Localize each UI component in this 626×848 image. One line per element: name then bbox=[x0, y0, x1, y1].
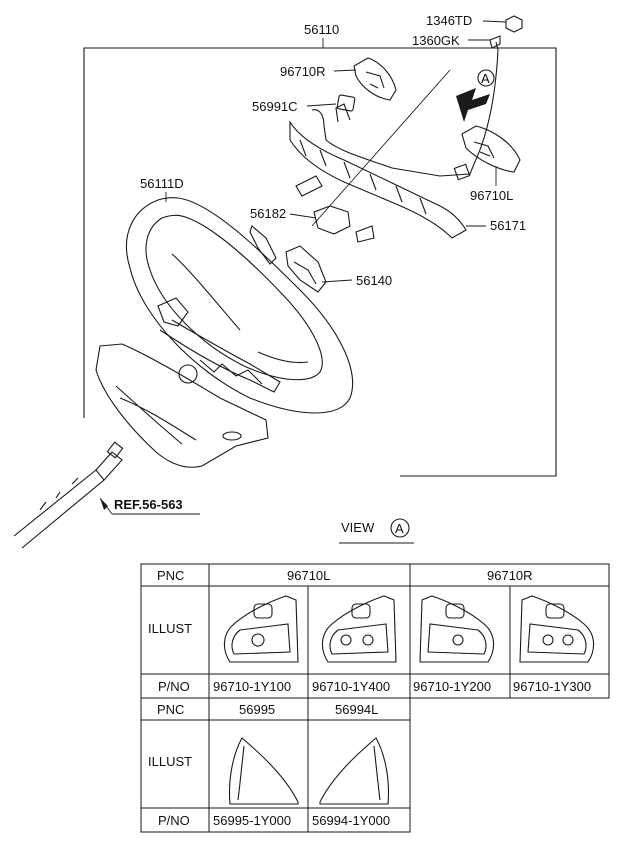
steering-wheel-rim bbox=[126, 197, 354, 414]
view-heading: VIEW A bbox=[339, 518, 414, 544]
callout-56110: 56110 bbox=[304, 22, 339, 37]
assembly-frame bbox=[83, 47, 557, 477]
illust-56994-1Y000 bbox=[319, 737, 389, 805]
view-marker-callout: A bbox=[481, 71, 490, 86]
callout-56171: 56171 bbox=[490, 218, 526, 233]
callout-ref: REF.56-563 bbox=[114, 497, 183, 512]
switch-96710R bbox=[353, 57, 397, 101]
illust-96710-1Y400 bbox=[321, 595, 397, 663]
hub-bracket bbox=[157, 297, 281, 393]
pnc-56995: 56995 bbox=[239, 702, 275, 717]
callout-56140: 56140 bbox=[356, 273, 392, 288]
steering-column bbox=[13, 441, 124, 549]
row-illust-label: ILLUST bbox=[148, 621, 192, 636]
view-arrow: A bbox=[456, 69, 495, 122]
paddle-56140 bbox=[249, 225, 327, 293]
pno-2: 96710-1Y400 bbox=[312, 679, 390, 694]
callout-56111D: 56111D bbox=[140, 176, 184, 191]
nut-1346TD bbox=[505, 15, 523, 33]
module-56182 bbox=[313, 205, 351, 235]
pno2-1: 56995-1Y000 bbox=[213, 813, 291, 828]
pno-4: 96710-1Y300 bbox=[513, 679, 591, 694]
callout-96710L: 96710L bbox=[470, 188, 513, 203]
upper-trim-56110 bbox=[289, 103, 467, 243]
switch-96710L bbox=[453, 125, 521, 181]
illust-96710-1Y100 bbox=[223, 595, 299, 663]
pno-3: 96710-1Y200 bbox=[413, 679, 491, 694]
view-heading-marker: A bbox=[395, 521, 404, 536]
leader-lines bbox=[99, 20, 507, 515]
callout-56991C: 56991C bbox=[252, 99, 298, 114]
callout-1360GK: 1360GK bbox=[412, 33, 460, 48]
pnc-56994L: 56994L bbox=[335, 702, 378, 717]
pno2-2: 56994-1Y000 bbox=[312, 813, 390, 828]
parts-table: PNC ILLUST P/NO 96710L 96710R 96710-1Y10… bbox=[140, 563, 610, 833]
illust-96710-1Y300 bbox=[519, 595, 595, 663]
connector-56991C bbox=[336, 94, 356, 112]
row2-illust-label: ILLUST bbox=[148, 754, 192, 769]
callout-96710R: 96710R bbox=[280, 64, 326, 79]
callout-56182: 56182 bbox=[250, 206, 286, 221]
callout-1346TD: 1346TD bbox=[426, 13, 472, 28]
callout-labels: 56110 1346TD 1360GK 96710R 56991C 96710L… bbox=[114, 13, 526, 512]
wire-harness bbox=[311, 49, 499, 177]
pnc-96710R: 96710R bbox=[487, 568, 533, 583]
pno-1: 96710-1Y100 bbox=[213, 679, 291, 694]
pnc-96710L: 96710L bbox=[287, 568, 330, 583]
row-pno-label: P/NO bbox=[158, 679, 190, 694]
row2-pnc-label: PNC bbox=[157, 702, 184, 717]
lower-cover bbox=[95, 343, 269, 468]
row2-pno-label: P/NO bbox=[158, 813, 190, 828]
screw-1360GK bbox=[489, 35, 501, 51]
view-label: VIEW bbox=[341, 520, 375, 535]
illust-96710-1Y200 bbox=[419, 595, 495, 663]
row-pnc-label: PNC bbox=[157, 568, 184, 583]
illust-56995-1Y000 bbox=[229, 737, 299, 805]
